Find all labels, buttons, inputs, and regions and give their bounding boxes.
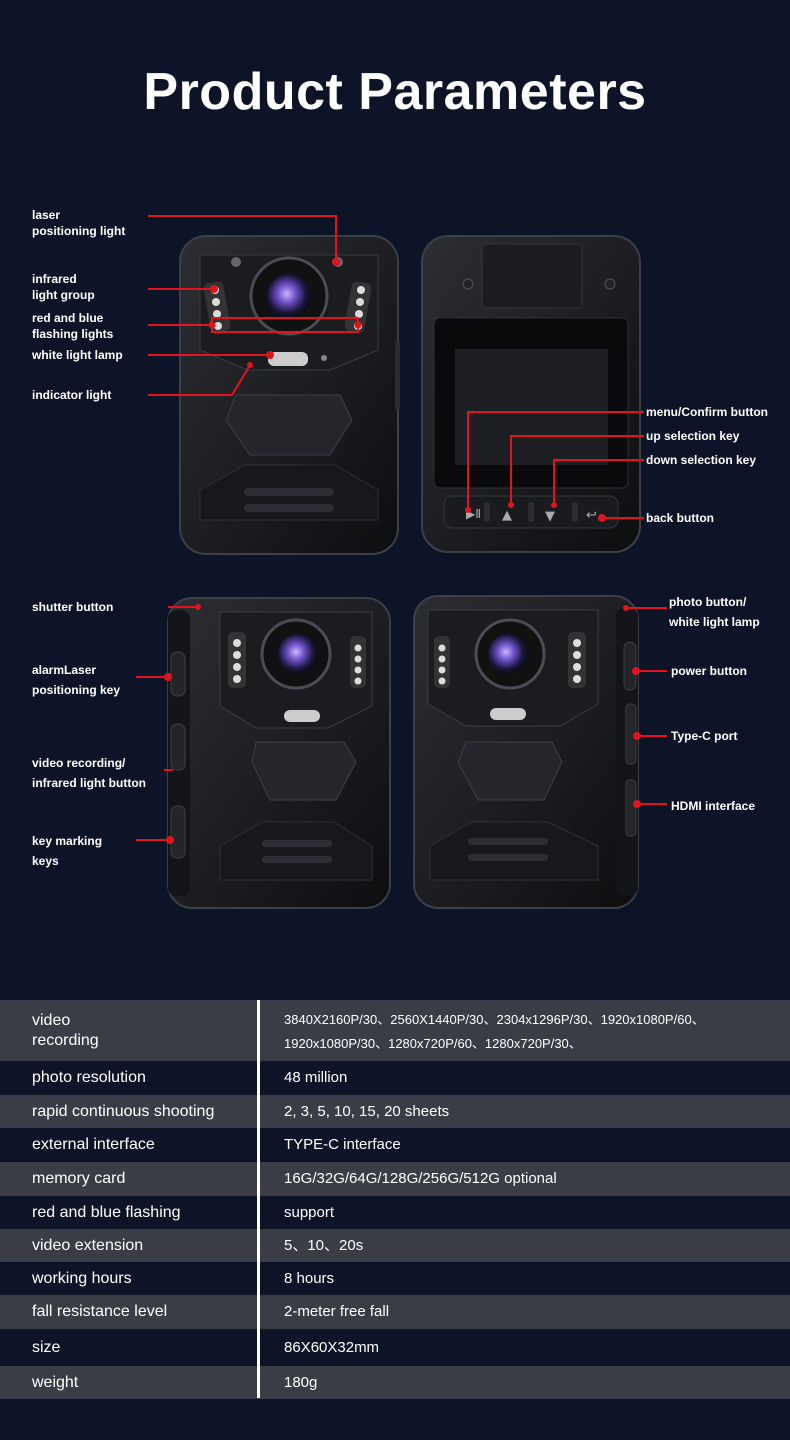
label-infrared-light-group: infrared light group [32,272,95,302]
label-down-selection-key: down selection key [646,453,757,467]
callout-lines [136,215,667,841]
label-power-button: power button [671,664,747,678]
table-row: red and blue flashing support [0,1196,790,1229]
label-up-selection-key: up selection key [646,429,740,443]
spec-key: red and blue flashing [32,1203,181,1221]
label-key-marking-keys: key marking keys [32,834,103,868]
camera-front-view [179,235,400,555]
spec-key: external interface [32,1136,155,1153]
label-white-light-lamp: white light lamp [32,348,123,362]
spec-key: working hours [32,1269,132,1287]
spec-table: video recording 3840X2160P/30、2560X1440P… [0,1000,790,1399]
table-row: video recording 3840X2160P/30、2560X1440P… [0,1000,790,1061]
table-row: fall resistance level 2-meter free fall [0,1295,790,1329]
page-title: Product Parameters [143,63,647,121]
label-hdmi-interface: HDMI interface [671,799,756,813]
spec-value: TYPE-C interface [284,1136,401,1153]
table-row: working hours 8 hours [0,1262,790,1295]
spec-value: 2-meter free fall [284,1303,390,1320]
label-video-recording-button: video recording/ infrared light button [32,756,146,790]
spec-key: weight [32,1373,79,1391]
spec-key: video recording [32,1011,99,1049]
product-illustration: ▶Ⅱ ▲ ▼ ↩ [136,215,667,909]
label-alarm-laser-key: alarmLaser positioning key [32,663,121,697]
spec-value: 16G/32G/64G/128G/256G/512G optional [284,1170,557,1187]
spec-value: 8 hours [284,1269,335,1287]
label-type-c-port: Type-C port [671,729,738,743]
camera-right-side-view [413,595,639,909]
camera-left-side-view [167,597,391,909]
spec-key: size [32,1338,61,1356]
camera-back-view: ▶Ⅱ ▲ ▼ ↩ [421,235,641,553]
svg-text:▼: ▼ [545,509,555,524]
label-shutter-button: shutter button [32,600,114,614]
label-laser-positioning-light: laser positioning light [32,208,126,238]
table-row: photo resolution 48 million [0,1061,790,1095]
table-divider [257,1000,260,1398]
table-row: rapid continuous shooting 2, 3, 5, 10, 1… [0,1095,790,1128]
table-row: weight 180g [0,1366,790,1399]
table-row: memory card 16G/32G/64G/128G/256G/512G o… [0,1162,790,1196]
svg-text:▲: ▲ [502,508,512,523]
label-photo-button: photo button/ white light lamp [669,595,760,629]
spec-value: 180g [284,1373,318,1391]
spec-value: 48 million [284,1069,348,1086]
svg-text:↩: ↩ [586,508,597,523]
spec-value: 86X60X32mm [284,1338,380,1356]
spec-value: 2, 3, 5, 10, 15, 20 sheets [284,1102,450,1120]
label-menu-confirm-button: menu/Confirm button [646,405,768,419]
spec-key: fall resistance level [32,1303,168,1320]
spec-key: rapid continuous shooting [32,1102,215,1120]
label-indicator-light: indicator light [32,388,112,402]
spec-value: support [284,1203,335,1221]
spec-value: 5、10、20s [284,1236,364,1254]
table-row: video extension 5、10、20s [0,1229,790,1262]
spec-key: memory card [32,1170,126,1187]
label-back-button: back button [646,511,714,525]
spec-value: 3840X2160P/30、2560X1440P/30、2304x1296P/3… [284,1011,705,1051]
table-row: external interface TYPE-C interface [0,1128,790,1162]
spec-key: video extension [32,1236,144,1254]
table-row: size 86X60X32mm [0,1329,790,1366]
spec-key: photo resolution [32,1069,146,1086]
label-red-blue-flashing-lights: red and blue flashing lights [32,311,114,341]
